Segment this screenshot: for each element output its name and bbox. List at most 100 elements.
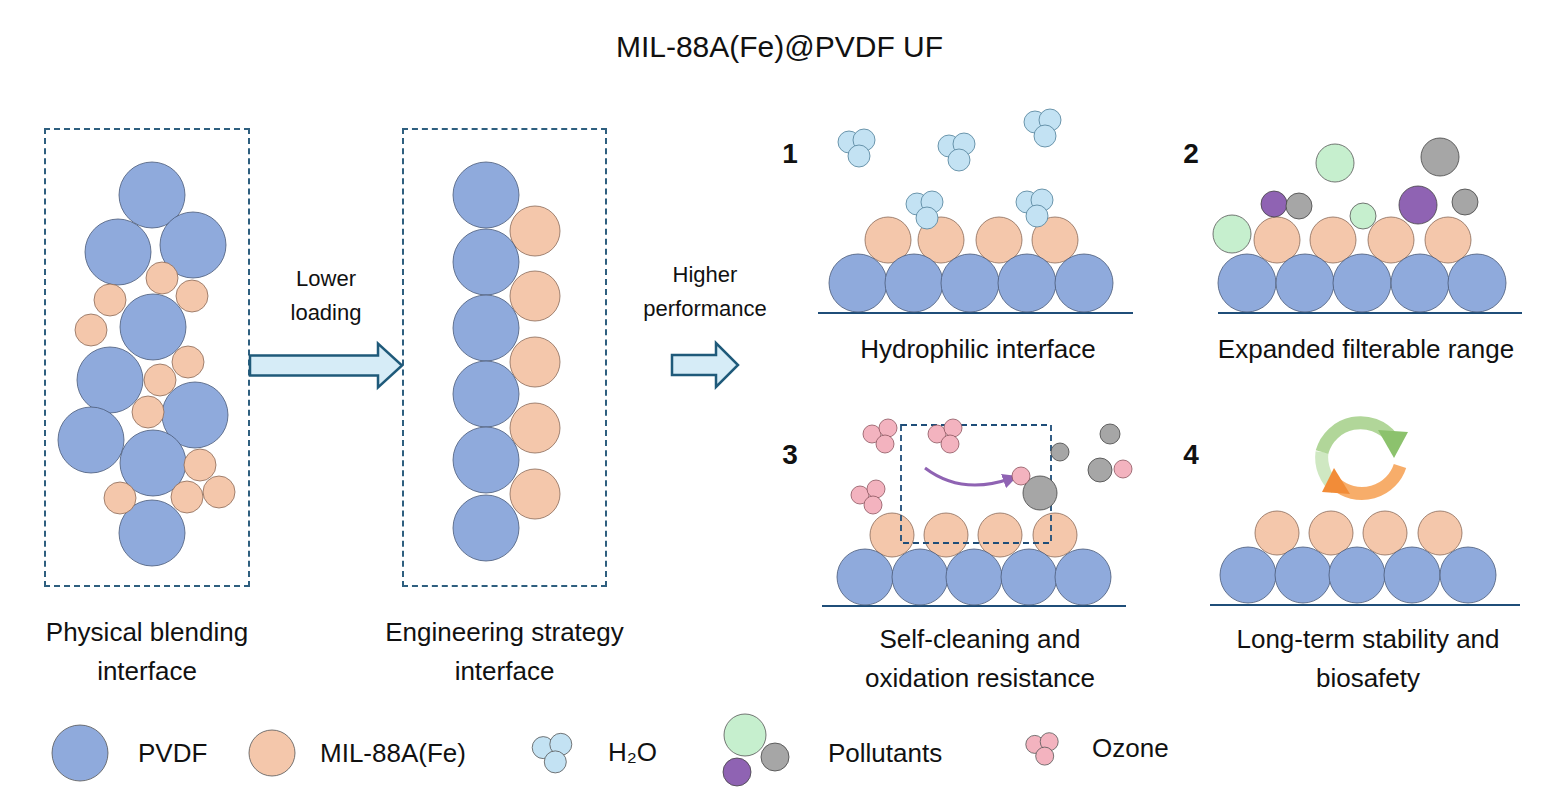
mil-shape	[1363, 511, 1407, 555]
mil-shape	[176, 280, 208, 312]
pp-shape	[723, 758, 751, 786]
mil-shape	[172, 346, 204, 378]
pg-shape	[1421, 138, 1459, 176]
dashed-group-box: Engineering strategy interface	[402, 128, 607, 587]
pv-shape	[892, 549, 948, 605]
mil-shape	[171, 481, 203, 513]
art-shape	[1322, 423, 1392, 452]
pv-shape	[1001, 549, 1057, 605]
legend-swatch	[52, 725, 108, 781]
panel-caption: Long-term stability and biosafety	[1231, 620, 1506, 698]
mil-shape	[184, 449, 216, 481]
mil-shape	[1309, 511, 1353, 555]
mil-shape	[924, 513, 968, 557]
arrow-label: Higher performance	[635, 258, 775, 326]
pv-shape	[453, 295, 519, 361]
pv-shape	[1384, 547, 1440, 603]
pv-shape	[885, 254, 943, 312]
pv-shape	[829, 254, 887, 312]
pv-shape	[453, 495, 519, 561]
pv-shape	[1055, 549, 1111, 605]
pv-shape	[85, 219, 151, 285]
art-shape	[906, 191, 943, 229]
mil-shape	[976, 217, 1022, 263]
pp-shape	[1261, 191, 1287, 217]
pv-shape	[1275, 547, 1331, 603]
mil-shape	[1425, 217, 1471, 263]
block-arrow	[672, 343, 738, 387]
mil-shape	[510, 403, 560, 453]
blended-particles	[58, 162, 235, 566]
legend-swatch-circle	[544, 751, 566, 773]
pg-shape	[1051, 443, 1069, 461]
panel-filter-range	[1213, 138, 1522, 313]
legend-swatch-circle	[52, 725, 108, 781]
panel-caption: Expanded filterable range	[1171, 330, 1559, 369]
pg-shape	[1100, 424, 1120, 444]
mil-shape	[75, 314, 107, 346]
pv-shape	[77, 347, 143, 413]
art-shape	[938, 133, 975, 171]
art-shape	[838, 129, 875, 167]
art-shape	[1378, 430, 1408, 458]
legend-swatch	[532, 733, 572, 773]
panel-caption: Self-cleaning and oxidation resistance	[835, 620, 1125, 698]
mil-shape	[132, 396, 164, 428]
mil-shape	[1310, 217, 1356, 263]
panel-hydrophilic	[818, 109, 1133, 313]
engineered-particles	[453, 162, 560, 561]
pgr-shape	[1213, 215, 1251, 253]
pv-shape	[1391, 254, 1449, 312]
pv-shape	[1448, 254, 1506, 312]
callout-number: 4	[1171, 437, 1211, 473]
mil-shape	[870, 513, 914, 557]
pv-shape	[453, 162, 519, 228]
pgr-shape	[724, 714, 766, 756]
pg-shape	[1452, 189, 1478, 215]
legend-label: Ozone	[1092, 733, 1169, 763]
pv-shape	[453, 427, 519, 493]
pp-shape	[1399, 186, 1437, 224]
pv-shape	[120, 294, 186, 360]
mil-shape	[978, 513, 1022, 557]
mil-shape	[510, 206, 560, 256]
pv-shape	[1220, 547, 1276, 603]
legend-swatch-circle	[249, 730, 295, 776]
legend-label: MIL-88A(Fe)	[320, 738, 466, 768]
pv-shape	[1329, 547, 1385, 603]
legend-label: Pollutants	[828, 738, 942, 768]
mil-shape	[1033, 513, 1077, 557]
pv-shape	[453, 361, 519, 427]
callout-number: 1	[770, 136, 810, 172]
pg-shape	[1088, 458, 1112, 482]
legend-label: PVDF	[138, 738, 207, 768]
art-shape	[863, 419, 897, 453]
pg-shape	[761, 743, 789, 771]
base-shape	[1210, 604, 1520, 606]
pv-shape	[1276, 254, 1334, 312]
pv-shape	[1055, 254, 1113, 312]
block-arrow	[250, 344, 402, 388]
pv-shape	[941, 254, 999, 312]
art-shape	[928, 419, 962, 453]
pg-shape	[1286, 193, 1312, 219]
legend-swatch	[1026, 733, 1058, 765]
pv-shape	[1218, 254, 1276, 312]
mil-shape	[104, 482, 136, 514]
mil-shape	[510, 337, 560, 387]
group-caption: Engineering strategy interface	[355, 613, 655, 691]
mil-shape	[94, 284, 126, 316]
mil-shape	[203, 476, 235, 508]
legend-swatch-circle	[1036, 747, 1054, 765]
pollutant-sample	[723, 714, 789, 786]
arrow-label: Lower loading	[266, 262, 386, 330]
art-shape	[1024, 109, 1061, 147]
pv-shape	[1440, 547, 1496, 603]
dashed-group-box: Physical blending interface	[44, 128, 250, 587]
mil-shape	[510, 469, 560, 519]
panel-self-cleaning	[822, 419, 1132, 606]
callout-number: 3	[770, 437, 810, 473]
mil-shape	[146, 262, 178, 294]
oz-shape	[1114, 460, 1132, 478]
